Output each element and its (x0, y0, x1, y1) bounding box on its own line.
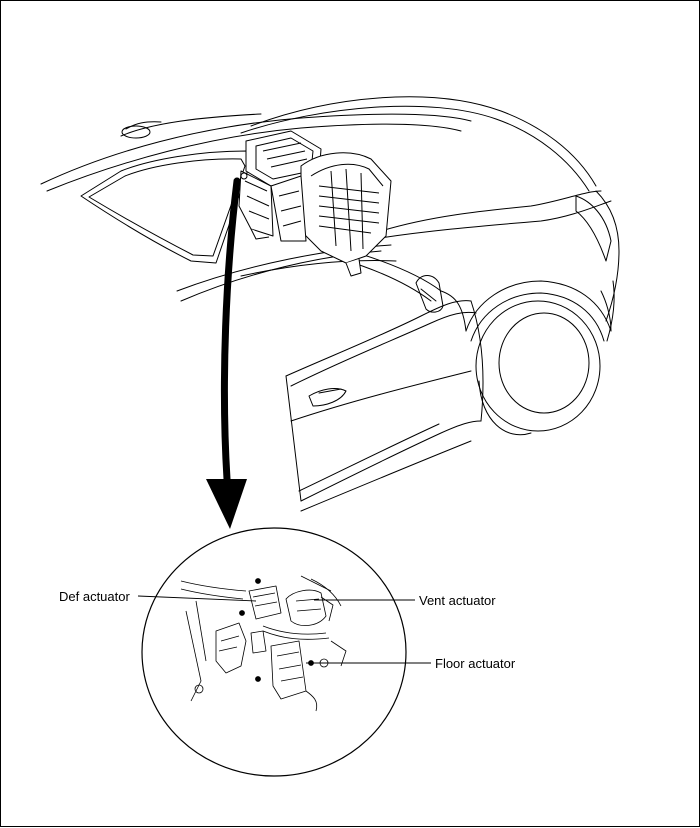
leader-lines (137, 595, 431, 664)
def-actuator-label: Def actuator (59, 589, 130, 604)
vent-actuator-label: Vent actuator (419, 593, 496, 608)
floor-actuator-label: Floor actuator (435, 656, 516, 671)
detail-view (141, 527, 407, 777)
hvac-unit (238, 130, 392, 277)
def-leader (137, 595, 257, 602)
detail-arrow (206, 177, 247, 529)
car-outline (40, 96, 620, 512)
